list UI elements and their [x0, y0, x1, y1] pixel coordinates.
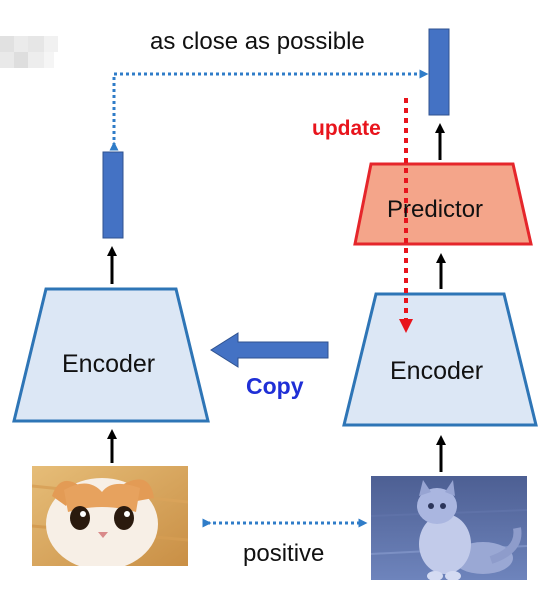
right-encoder	[342, 292, 538, 427]
copy-arrow	[210, 332, 329, 368]
blurred-placeholder	[0, 36, 58, 68]
right-input-image	[371, 476, 527, 580]
right-output-vector	[428, 28, 450, 116]
left-input-image	[32, 466, 188, 566]
positive-label: positive	[243, 540, 325, 567]
left-encoder-label: Encoder	[62, 350, 156, 378]
left-encoder	[12, 287, 210, 423]
update-label: update	[312, 117, 381, 140]
predictor-block	[353, 162, 533, 246]
as-close-connector	[109, 69, 429, 151]
left-output-vector	[102, 151, 124, 239]
as-close-as-possible-label: as close as possible	[150, 28, 365, 55]
right-encoder-label: Encoder	[390, 357, 484, 385]
copy-label: Copy	[246, 373, 304, 399]
predictor-label: Predictor	[387, 196, 484, 223]
